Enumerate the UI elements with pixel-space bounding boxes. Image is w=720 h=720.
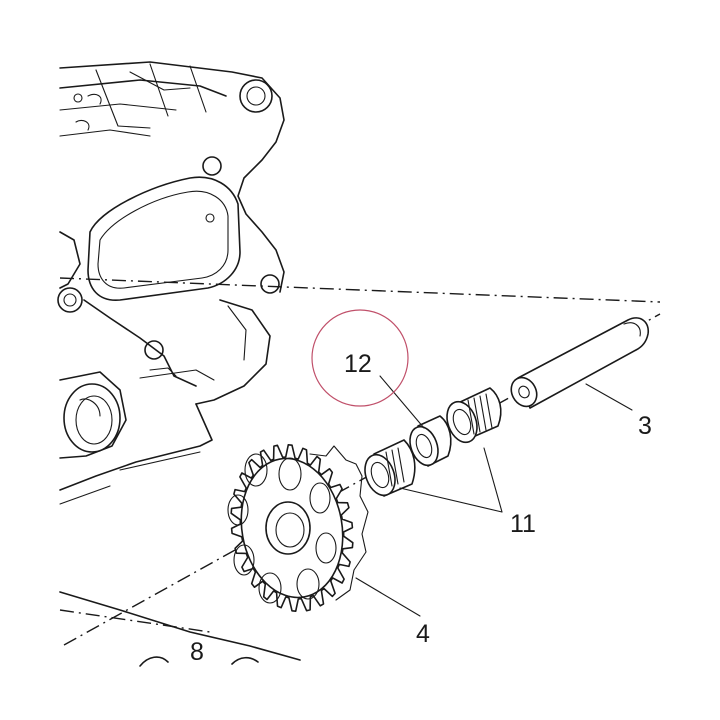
highlight-circle	[311, 309, 409, 407]
axis-line-upper	[59, 277, 661, 303]
shaft-part-3	[510, 317, 650, 409]
needle-bearing-lower	[364, 439, 416, 497]
needle-bearing-upper	[446, 387, 502, 444]
callout-3: 3	[638, 412, 652, 440]
callout-4: 4	[416, 620, 430, 648]
callout-11: 11	[510, 510, 536, 538]
axis-line-lower	[59, 609, 211, 633]
callout-12: 12	[344, 350, 372, 378]
callout-8: 8	[190, 638, 204, 666]
spacer-ring-part-12	[409, 415, 452, 467]
sprocket-holes	[227, 453, 337, 604]
sprocket-part-4	[227, 443, 369, 613]
engine-casing	[57, 61, 285, 505]
lower-casing-fragment	[59, 591, 301, 667]
leader-lines	[355, 375, 633, 617]
